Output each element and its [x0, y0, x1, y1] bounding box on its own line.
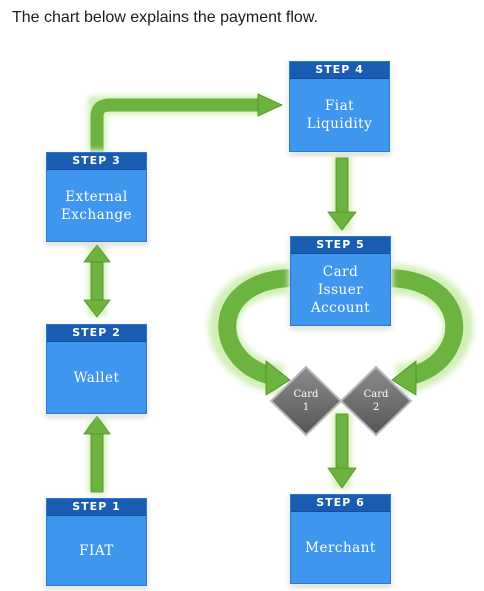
- step-4-box: STEP 4 Fiat Liquidity: [289, 61, 390, 152]
- card-1-diamond: [269, 365, 343, 437]
- arrow-step5-to-card1: [218, 269, 291, 385]
- arrow-cards-to-step6: [327, 413, 357, 489]
- arrow-step3-to-step4: [90, 98, 262, 152]
- step-1-text: FIAT: [79, 542, 114, 559]
- step-1-box: STEP 1 FIAT: [46, 498, 147, 586]
- step-2-box: STEP 2 Wallet: [46, 324, 147, 414]
- card-2-diamond: [339, 365, 413, 437]
- step-6-box: STEP 6 Merchant: [290, 494, 391, 584]
- step-4-label: STEP 4: [290, 62, 389, 79]
- step-5-label: STEP 5: [291, 237, 390, 254]
- step-6-text: Merchant: [305, 539, 376, 556]
- arrow-step1-to-step2: [83, 415, 111, 493]
- step-4-text: Fiat Liquidity: [306, 98, 373, 132]
- step-6-label: STEP 6: [291, 495, 390, 512]
- card-1-label: Card 1: [293, 389, 319, 413]
- step-2-text: Wallet: [73, 369, 120, 386]
- arrow-step2-to-step3: [83, 244, 111, 318]
- step-3-label: STEP 3: [47, 153, 146, 170]
- step-3-box: STEP 3 External Exchange: [46, 152, 147, 242]
- step-3-text: External Exchange: [60, 188, 133, 223]
- step-2-label: STEP 2: [47, 325, 146, 342]
- step-1-label: STEP 1: [47, 499, 146, 516]
- step-5-box: STEP 5 Card Issuer Account: [290, 236, 391, 326]
- arrow-step4-to-step5: [327, 157, 357, 231]
- arrow-step5-to-card2: [390, 269, 464, 385]
- step-5-text: Card Issuer Account: [310, 263, 371, 316]
- diagram-intro-text: The chart below explains the payment flo…: [12, 9, 318, 26]
- card-2-label: Card 2: [363, 389, 389, 413]
